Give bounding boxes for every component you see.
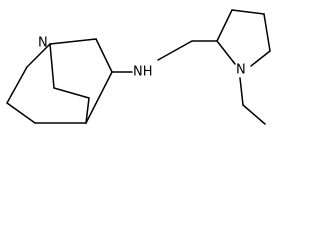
- bond-c8-c9: [95, 38, 113, 73]
- bond-c9-c5: [85, 71, 113, 124]
- bond-nh-ch2: [157, 40, 193, 61]
- bond-n1-c6: [49, 43, 55, 89]
- quinuclidine-ring: [6, 38, 113, 124]
- bond-n1p-ch2: [239, 77, 244, 106]
- bond-ch2-ch3: [242, 104, 266, 125]
- bond-c3-c4: [6, 102, 36, 124]
- bond-c2p-c3p: [216, 9, 233, 42]
- ethyl-group: [239, 77, 266, 125]
- bond-c7-c5: [85, 97, 90, 124]
- bond-c2-c3: [6, 66, 28, 104]
- bond-c5p-n1p: [250, 50, 271, 67]
- bond-c3p-c4p: [231, 9, 265, 15]
- molecular-structure-diagram: N NH N: [6, 9, 271, 125]
- bond-c4p-c5p: [263, 13, 271, 52]
- bond-n1-c2: [26, 43, 51, 68]
- pyrrolidine-ring: [216, 9, 271, 67]
- bond-n1-c8: [49, 38, 97, 45]
- bond-n1p-c2p: [216, 40, 236, 65]
- amine-nh-label: NH: [133, 65, 153, 80]
- linker: [157, 40, 218, 61]
- quinuclidine-nitrogen-label: N: [38, 36, 48, 51]
- pyrrolidine-nitrogen-label: N: [236, 63, 246, 78]
- bond-c6-c7: [53, 87, 90, 99]
